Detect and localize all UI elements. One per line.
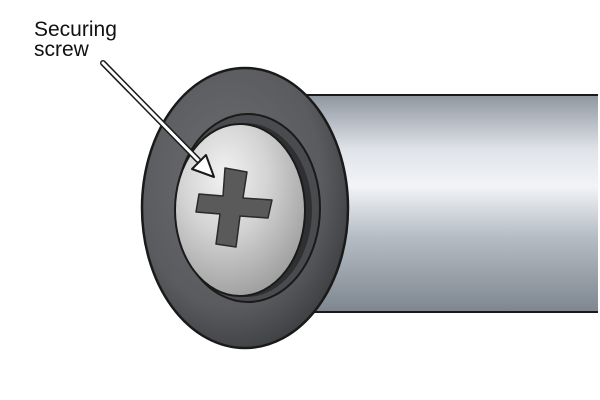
- callout-arrow: [100, 60, 215, 178]
- cross-recess-icon: [195, 167, 273, 248]
- securing-screw-label: Securing screw: [34, 18, 117, 61]
